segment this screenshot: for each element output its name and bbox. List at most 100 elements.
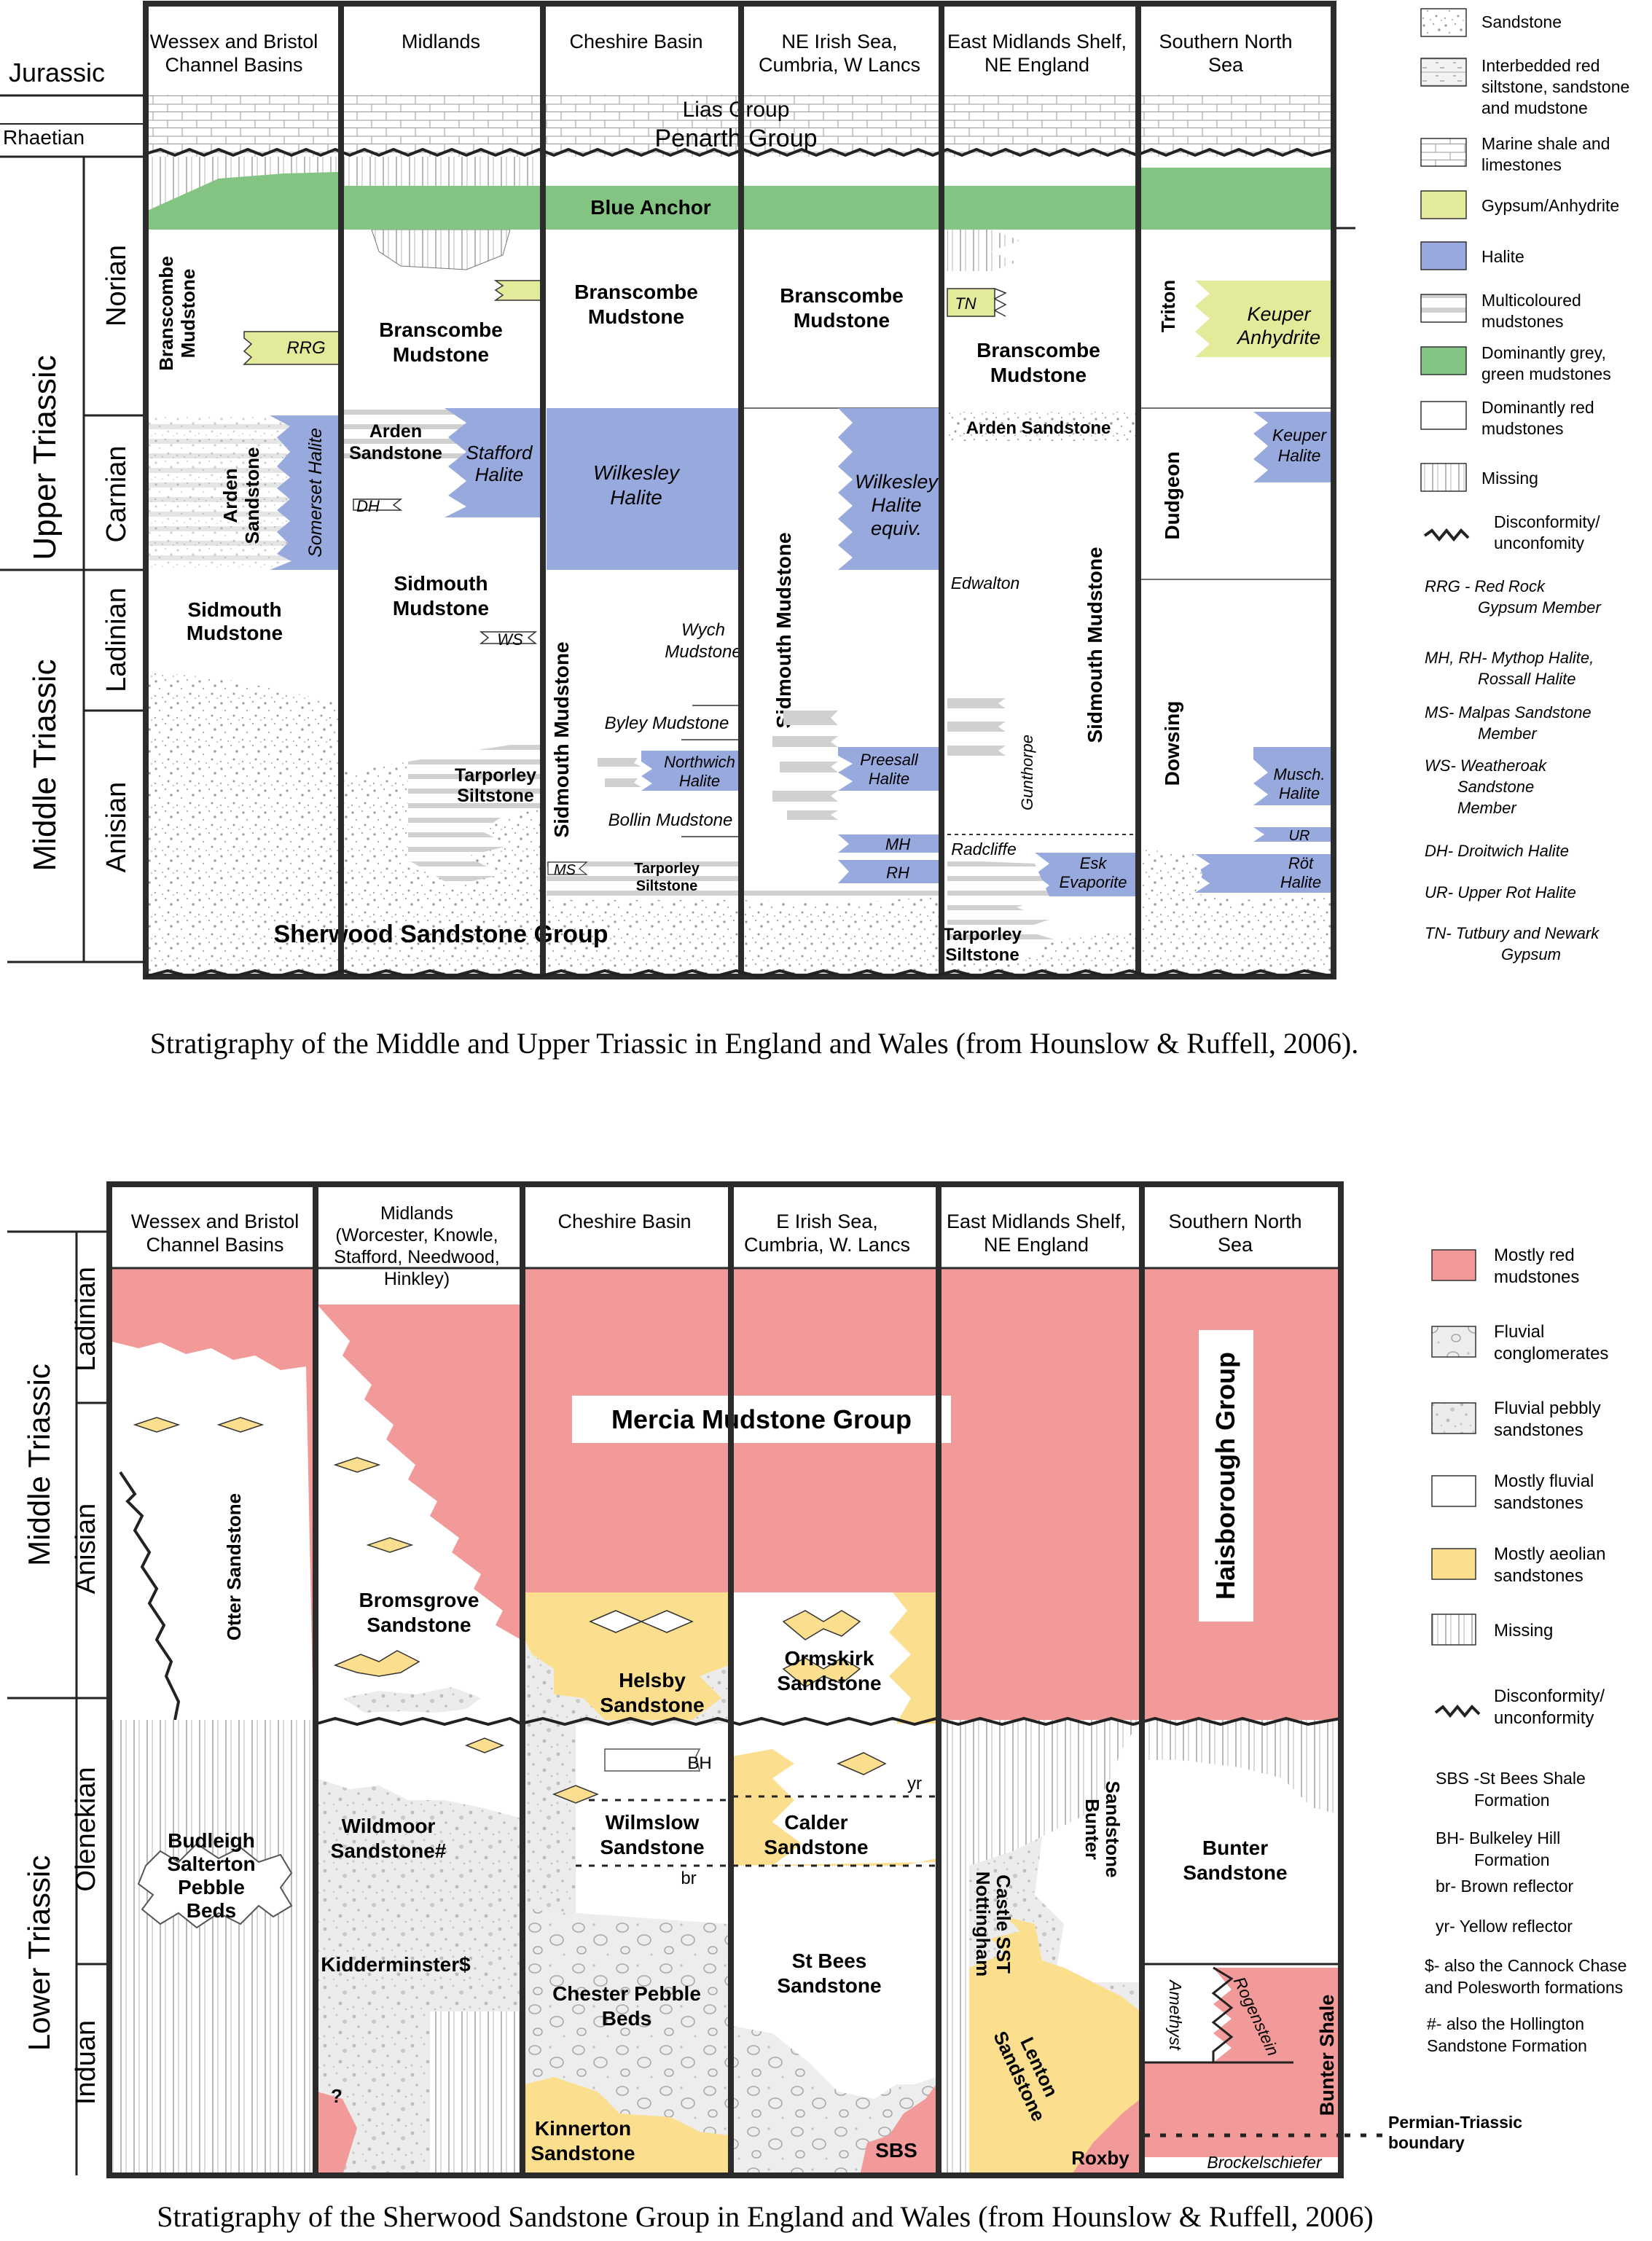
col2-header-irish: E Irish Sea,Cumbria, W. Lancs [744, 1211, 910, 1256]
col2-header-cheshire: Cheshire Basin [557, 1211, 691, 1232]
brockelschiefer-label: Brockelschiefer [1207, 2153, 1323, 2172]
jurassic-label: Jurassic [9, 58, 105, 87]
rogenstein-shale [1144, 1968, 1341, 2066]
somerset-halite-label: Somerset Halite [305, 428, 326, 558]
legend-swatch-missing [1420, 463, 1467, 492]
midlands-header-ext [317, 1268, 521, 1305]
dudgeon-label: Dudgeon [1161, 451, 1183, 539]
bunter-shale-label: Bunter Shale [1316, 1995, 1338, 2116]
col-header-cheshire: Cheshire Basin [569, 31, 702, 52]
musch-halite [1253, 747, 1334, 805]
stafford-halite [445, 408, 543, 517]
branscombe-wessex [146, 230, 339, 415]
legend-label: Missing [1494, 1621, 1553, 1640]
legend-swatch-pebbly [1431, 1402, 1476, 1434]
byley-label: Byley Mudstone [605, 713, 729, 733]
bh-label: BH [687, 1753, 711, 1773]
st-bees-shale [860, 2084, 936, 2175]
ms-sandstone [547, 861, 588, 875]
halite-stringers-irish [772, 711, 838, 820]
lias-label: Lias Group [683, 98, 790, 122]
yr-label: yr [907, 1774, 922, 1794]
arden-em-label: Arden Sandstone [966, 418, 1111, 438]
aeolian-lens [366, 1537, 414, 1553]
aeolian-lens [216, 1417, 265, 1433]
halite-stringer [947, 746, 1006, 756]
kinnerton-sandstone [525, 2077, 729, 2175]
musch-halite-label: Musch.Halite [1274, 765, 1326, 802]
aeolian-lens [464, 1737, 505, 1753]
legend-swatch-gypsum [1420, 190, 1467, 219]
legend-label: Sandstone [1481, 12, 1562, 31]
arden-sand-overlay [146, 415, 291, 570]
legend-swatch-fluvial [1431, 1475, 1476, 1507]
budleigh-pebble-beds [137, 1842, 293, 1929]
olenekian-label: Olenekian [71, 1767, 101, 1891]
middle-triassic-label-2: Middle Triassic [22, 1364, 56, 1566]
northwich-halite [641, 751, 740, 791]
induan-label: Induan [71, 2020, 101, 2105]
col-header-east-midlands: East Midlands Shelf,NE England [947, 31, 1127, 76]
legend-label: Dominantly grey,green mudstones [1481, 343, 1611, 383]
legend-label: Gypsum/Anhydrite [1481, 196, 1619, 215]
arden-wessex-label: ArdenSandstone [219, 447, 263, 544]
br-label: br [681, 1869, 696, 1888]
abbrev: yr- Yellow reflector [1436, 1917, 1573, 1936]
radcliffe-label: Radcliffe [951, 840, 1016, 859]
bunter-em-label: BunterSandstone [1081, 1781, 1124, 1878]
missing-interval [371, 229, 511, 270]
halite-stringer [783, 711, 838, 725]
mercia-label: Mercia Mudstone Group [611, 1404, 912, 1434]
esk-evaporite [1035, 853, 1137, 896]
aeolian-dune [782, 1610, 861, 1640]
wilkesley-halite [547, 408, 740, 570]
legend-swatch-unconformity-2 [1434, 1704, 1481, 1718]
halite-stringer [772, 736, 838, 747]
legend-label: Disconformity/unconfomity [1494, 512, 1600, 552]
legend-swatch-halite [1420, 241, 1467, 270]
pebbly-lens [342, 1687, 481, 1713]
column-frames-fig1 [143, 1, 1336, 979]
abbrev: DH- Droitwich Halite [1425, 842, 1569, 860]
rogenstein-edge [1211, 1966, 1234, 2062]
sidmouth-em-label: Sidmouth Mudstone [1084, 547, 1106, 743]
bollin-label: Bollin Mudstone [608, 810, 733, 830]
sidmouth-wessex [146, 570, 339, 672]
aeolian-dune [782, 1657, 861, 1688]
sidmouth-irish-label: Sidmouth Mudstone [772, 532, 795, 728]
lenton-sandstone [969, 1917, 1140, 2175]
nottingham-label: NottinghamCastle SST [972, 1872, 1014, 1976]
col2-header-midlands: Midlands(Worcester, Knowle,Stafford, Nee… [334, 1203, 499, 1289]
legend-swatch-marine [1420, 138, 1467, 167]
sidmouth-cheshire-label: Sidmouth Mudstone [550, 641, 573, 837]
halite-stringer [772, 791, 838, 802]
figure-1-caption: Stratigraphy of the Middle and Upper Tri… [150, 1027, 1358, 1060]
